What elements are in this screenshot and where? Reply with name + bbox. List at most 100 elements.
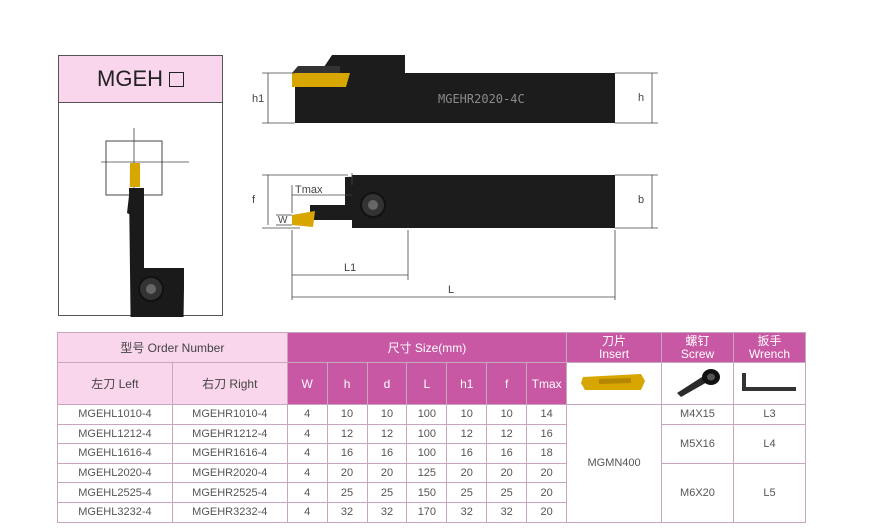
dim-col-l: L [406,362,448,405]
side-view-drawing: f W Tmax b L1 L [252,173,658,300]
cell-l: 100 [406,443,448,464]
right-model: MGEHR2525-4 [171,482,288,503]
cell-w: 4 [286,443,328,464]
cell-l: 100 [406,404,448,425]
cell-w: 4 [286,482,328,503]
insert-header-zh: 刀片 [602,333,627,348]
cell-f: 16 [486,443,528,464]
cell-tmax: 18 [526,443,568,464]
dim-col-d: d [366,362,408,405]
left-model: MGEHL2525-4 [57,482,173,503]
wrench-model: L3 [732,404,807,425]
cell-l: 170 [406,501,448,523]
cell-l: 100 [406,423,448,445]
label-w: W [278,215,288,226]
dim-col-w: W [286,362,328,405]
cell-h: 32 [326,501,368,523]
insert-icon [581,374,646,390]
insert-top-icon [292,73,350,87]
thumbnail-title: MGEH [97,66,163,91]
screw-image-cell [661,362,734,405]
screw-model: M5X16 [661,423,734,464]
left-model: MGEHL2020-4 [57,462,173,484]
hand-placeholder-box-icon [169,71,184,87]
shank-top-view [295,73,615,123]
screw-icon [677,369,721,397]
hex-wrench-icon [742,373,797,391]
cell-h: 20 [326,462,368,484]
screw-model: M4X15 [661,404,734,425]
table-row: MGEHL1212-4 MGEHR1212-4 4 12 12 100 12 1… [57,423,807,464]
cell-w: 4 [286,404,328,425]
label-h: h [638,92,644,104]
label-b: b [638,194,644,206]
technical-drawings: MGEHR2020-4C h1 h f W Tmax [252,55,658,300]
label-tmax: Tmax [295,184,323,196]
cell-f: 25 [486,482,528,503]
specification-table: 型号 Order Number 尺寸 Size(mm) 刀片 Insert 螺钉… [57,332,807,523]
right-model: MGEHR1010-4 [171,404,288,425]
cell-h: 16 [326,443,368,464]
cell-d: 25 [366,482,408,503]
wrench-image-cell [732,362,807,405]
label-l1: L1 [344,262,356,274]
label-h1: h1 [252,93,264,105]
size-header: 尺寸 Size(mm) [286,332,568,363]
insert-blade-icon [130,163,140,187]
cell-d: 10 [366,404,408,425]
cell-h1: 32 [446,501,488,523]
cell-tmax: 20 [526,482,568,503]
right-model: MGEHR1212-4 [171,423,288,445]
insert-header-en: Insert [599,346,630,361]
screw-model: M6X20 [661,462,734,523]
cell-tmax: 20 [526,501,568,523]
right-model: MGEHR1616-4 [171,443,288,464]
cell-h1: 16 [446,443,488,464]
tool-end-view-drawing [101,128,189,317]
insert-model: MGMN400 [566,404,663,523]
shank-marking: MGEHR2020-4C [438,92,525,106]
order-number-header: 型号 Order Number [57,332,288,363]
cell-d: 32 [366,501,408,523]
cell-h1: 12 [446,423,488,445]
left-header: 左刀 Left [57,362,173,405]
cell-l: 150 [406,482,448,503]
cell-w: 4 [286,501,328,523]
top-view-drawing: MGEHR2020-4C h1 h [252,55,658,124]
wrench-model: L5 [732,462,807,523]
wrench-header-en: Wrench [748,346,791,361]
cell-f: 12 [486,423,528,445]
cell-h: 12 [326,423,368,445]
wrench-header-zh: 扳手 [757,333,782,348]
left-model: MGEHL1212-4 [57,423,173,445]
right-model: MGEHR3232-4 [171,501,288,523]
cell-h: 10 [326,404,368,425]
screw-header-en: Screw [680,346,715,361]
cell-d: 20 [366,462,408,484]
wrench-model: L4 [732,423,807,464]
dim-col-h: h [326,362,368,405]
right-model: MGEHR2020-4 [171,462,288,484]
cell-d: 12 [366,423,408,445]
cell-tmax: 20 [526,462,568,484]
cell-f: 32 [486,501,528,523]
dim-col-tmax: Tmax [526,362,568,405]
cell-w: 4 [286,423,328,445]
cell-h1: 25 [446,482,488,503]
table-row: MGEHL2020-4 MGEHR2020-4 4 20 20 125 20 2… [57,462,807,523]
left-model: MGEHL3232-4 [57,501,173,523]
left-model: MGEHL1616-4 [57,443,173,464]
thumbnail-title-bar: MGEH [59,56,222,103]
cell-d: 16 [366,443,408,464]
cell-l: 125 [406,462,448,484]
left-model: MGEHL1010-4 [57,404,173,425]
cell-f: 10 [486,404,528,425]
right-header: 右刀 Right [171,362,288,405]
insert-side-icon [292,211,315,227]
cell-tmax: 14 [526,404,568,425]
insert-header: 刀片 Insert [566,332,663,363]
cell-f: 20 [486,462,528,484]
cell-h: 25 [326,482,368,503]
cell-w: 4 [286,462,328,484]
cell-tmax: 16 [526,423,568,445]
